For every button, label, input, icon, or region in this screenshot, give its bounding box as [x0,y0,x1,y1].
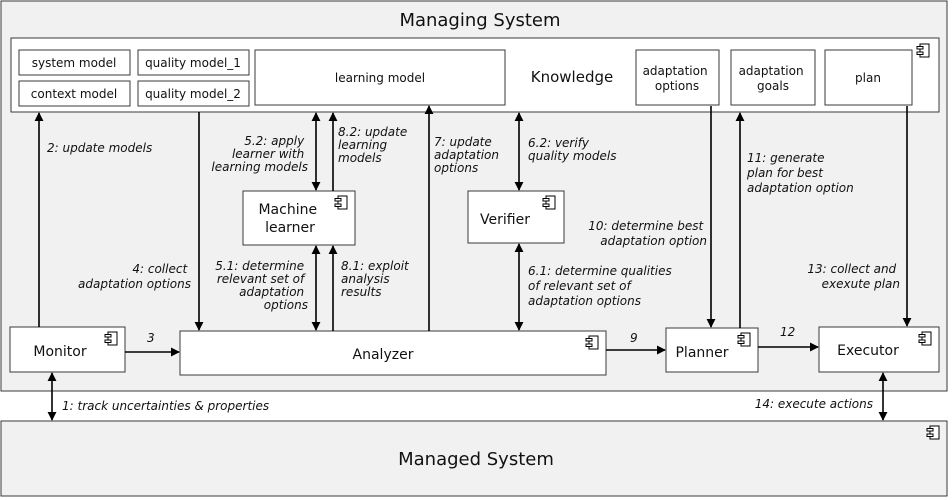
context-model-label: context model [31,87,117,101]
adaptation-goals-label-line: adaptation [739,64,804,78]
adaptation-options-box[interactable] [635,49,720,106]
step-5-2-label-line: learner with [232,147,304,161]
step-8-2-label-line: models [338,151,382,165]
step-6-2-label: 6.2: verify quality models [528,136,616,163]
step-11-label: 11: generate plan for best adaptation op… [746,151,854,195]
managed-system-panel[interactable] [0,420,948,497]
step-6-1-label: 6.1: determine qualities of relevant set… [528,264,676,308]
step-6-1-label-line: 6.1: determine qualities [528,264,672,278]
step-1-label: 1: track uncertainties & properties [62,399,269,413]
step-5-2-label-line: 5.2: apply [244,134,305,148]
quality-model-1-label: quality model_1 [145,56,241,70]
analyzer-component[interactable] [179,330,607,376]
adaptation-goals-label: adaptation goals [739,64,808,93]
step-2-label: 2: update models [47,141,152,155]
plan-box[interactable] [824,49,913,106]
verifier-label: Verifier [480,212,530,228]
plan-label: plan [855,71,881,85]
step-5-1-label-line: relevant set of [217,272,306,286]
context-model-box[interactable] [18,80,131,107]
step-13-label: 13: collect and exexute plan [807,262,900,291]
step-7-label-line: options [434,161,478,175]
step-4-label-line: 4: collect [132,262,188,276]
machine-learner-label-line: Machine [258,202,317,218]
step-5-1-label-line: options [264,298,308,312]
planner-label: Planner [675,345,728,361]
step-12-label: 12 [780,325,795,339]
step-10-label-line: adaptation option [600,234,707,248]
step-6-1-label-line: adaptation options [528,294,641,308]
step-13-label-line: exexute plan [822,277,900,291]
step-14-label: 14: execute actions [755,397,873,411]
step-13-label-line: 13: collect and [807,262,896,276]
monitor-label: Monitor [33,344,86,360]
adaptation-options-label-line: adaptation [643,64,708,78]
step-5-2-label-line: learning models [211,160,308,174]
machine-learner-label: Machine learner [258,202,321,236]
learning-model-box[interactable] [254,49,506,106]
adaptation-goals-box[interactable] [730,49,816,106]
step-10-label: 10: determine best adaptation option [588,219,707,248]
adaptation-options-label: adaptation options [643,64,712,93]
system-model-box[interactable] [18,49,131,76]
step-10-label-line: 10: determine best [588,219,704,233]
step-5-1-label-line: adaptation [239,285,304,299]
step-6-2-label-line: quality models [528,149,616,163]
executor-label: Executor [837,343,899,359]
adaptation-goals-label-line: goals [757,79,789,93]
step-7-label-line: adaptation [434,148,499,162]
step-5-1-label: 5.1: determine relevant set of adaptatio… [215,259,308,312]
step-11-label-line: plan for best [746,166,824,180]
step-9-label: 9 [630,331,638,345]
step-4-label-line: adaptation options [78,277,191,291]
step-8-2-label-line: 8.2: update [338,125,407,139]
managed-system-title: Managed System [398,449,554,470]
step-8-2-label: 8.2: update learning models [338,125,411,165]
step-6-2-label-line: 6.2: verify [528,136,590,150]
step-8-1-label: 8.1: exploit analysis results [341,259,413,299]
step-7-label-line: 7: update [434,135,492,149]
learning-model-label: learning model [335,71,425,85]
quality-model-2-label: quality model_2 [145,87,241,101]
adaptation-options-label-line: options [655,79,699,93]
system-model-label: system model [32,56,117,70]
step-8-1-label-line: results [341,285,381,299]
managing-system-title: Managing System [399,10,560,31]
knowledge-title: Knowledge [531,68,613,86]
step-4-label: 4: collect adaptation options [78,262,191,291]
step-3-label: 3 [147,331,155,345]
step-6-1-label-line: of relevant set of [528,279,632,293]
step-5-2-label: 5.2: apply learner with learning models [211,134,308,174]
step-8-2-label-line: learning [338,138,388,152]
step-8-1-label-line: 8.1: exploit [341,259,410,273]
quality-model-2-box[interactable] [137,80,250,107]
step-8-1-label-line: analysis [341,272,390,286]
quality-model-1-box[interactable] [137,49,250,76]
machine-learner-label-line: learner [265,220,315,236]
step-5-1-label-line: 5.1: determine [215,259,304,273]
analyzer-label: Analyzer [353,347,414,363]
step-11-label-line: adaptation option [747,181,854,195]
step-11-label-line: 11: generate [747,151,825,165]
step-7-label: 7: update adaptation options [434,135,503,175]
